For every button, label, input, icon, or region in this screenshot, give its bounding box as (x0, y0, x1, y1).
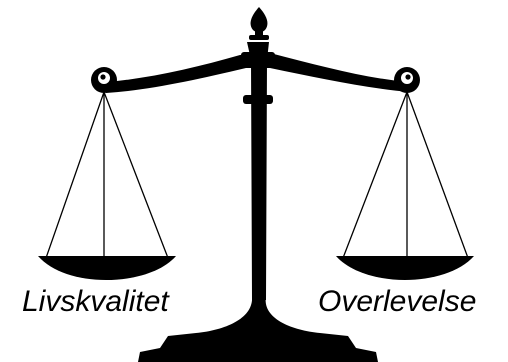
left-scroll (91, 67, 117, 93)
right-scroll (394, 67, 420, 93)
finial (249, 7, 269, 40)
left-pan (38, 256, 176, 280)
right-pan (336, 256, 474, 280)
right-pan-chains (343, 92, 468, 258)
central-column (247, 42, 269, 300)
left-pan-label: Livskvalitet (22, 285, 169, 319)
right-pan-label: Overlevelse (318, 285, 476, 319)
left-pan-chains (46, 92, 168, 258)
